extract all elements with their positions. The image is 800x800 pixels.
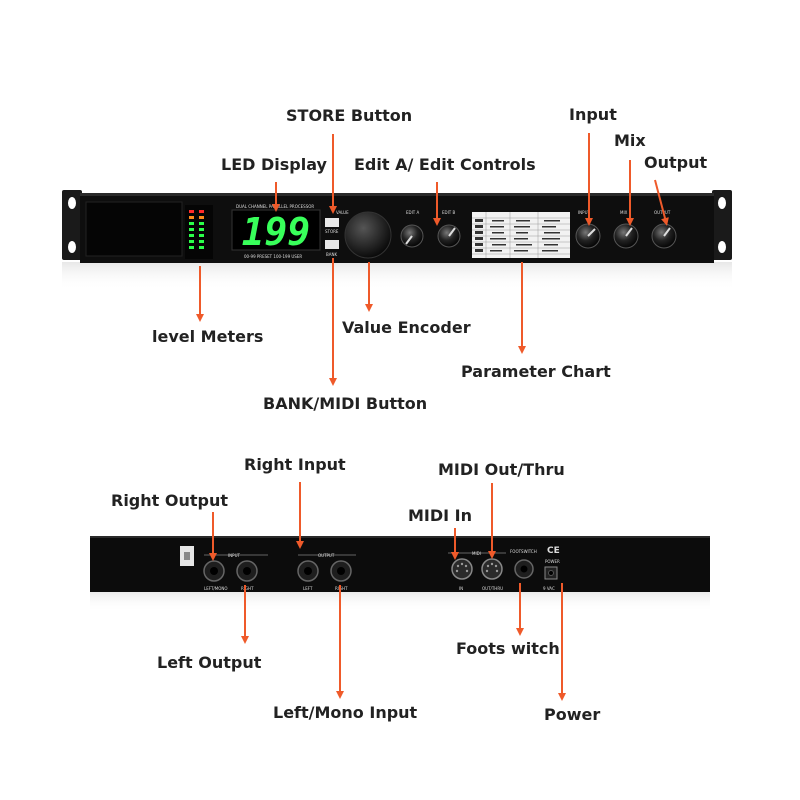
- rear-input-group-text: INPUT: [228, 553, 241, 558]
- rear-footswitch-text: FOOTSWITCH: [510, 549, 537, 554]
- parameter-chart: [472, 212, 570, 258]
- midi-out-thru-text: OUT/THRU: [482, 586, 503, 591]
- mix-knob[interactable]: [613, 223, 639, 249]
- rear-midi-group-text: MIDI: [472, 551, 481, 556]
- store-text: STORE: [325, 229, 339, 234]
- left-mono-input-jack[interactable]: [203, 560, 225, 582]
- label-left-output: Left Output: [157, 653, 262, 672]
- label-led-display: LED Display: [221, 155, 327, 174]
- edit-b-text: EDIT B: [442, 210, 456, 215]
- preset-text: 00-99 PRESET 100-199 USER: [244, 254, 302, 259]
- power-jack[interactable]: [544, 566, 558, 580]
- left-mono-text: LEFT/MONO: [204, 586, 228, 591]
- edit-a-knob[interactable]: [400, 224, 424, 248]
- label-right-input: Right Input: [244, 455, 346, 474]
- label-footswitch: Foots witch: [456, 639, 560, 658]
- input-knob[interactable]: [575, 223, 601, 249]
- label-value-encoder: Value Encoder: [342, 318, 471, 337]
- led-display: 199: [231, 209, 321, 254]
- label-mix: Mix: [614, 131, 646, 150]
- value-text: VALUE: [336, 210, 349, 215]
- rear-power-text: POWER: [545, 559, 560, 564]
- level-meter: [185, 205, 213, 259]
- right-input-jack[interactable]: [236, 560, 258, 582]
- bank-midi-button[interactable]: [325, 240, 339, 249]
- label-left-mono-input: Left/Mono Input: [273, 703, 418, 722]
- label-parameter-chart: Parameter Chart: [461, 362, 611, 381]
- label-right-output: Right Output: [111, 491, 228, 510]
- label-level-meters: level Meters: [152, 327, 264, 346]
- footswitch-jack[interactable]: [514, 559, 534, 579]
- bank-text: BANK: [326, 252, 337, 257]
- output-knob-text: OUTPUT: [654, 210, 671, 215]
- output-knob[interactable]: [651, 223, 677, 249]
- led-display-value: 199: [242, 210, 311, 254]
- left-output-jack[interactable]: [297, 560, 319, 582]
- label-store-button: STORE Button: [286, 106, 413, 125]
- midi-in-port[interactable]: [451, 558, 473, 580]
- dc-text: 9 VAC: [543, 586, 555, 591]
- input-knob-text: INPUT: [578, 210, 591, 215]
- edit-a-text: EDIT A: [406, 210, 420, 215]
- callout-arrows: [196, 133, 669, 701]
- label-midi-out-thru: MIDI Out/Thru: [438, 460, 565, 479]
- right-output-jack[interactable]: [330, 560, 352, 582]
- label-input: Input: [569, 105, 617, 124]
- label-output: Output: [644, 153, 708, 172]
- midi-in-text: IN: [459, 586, 463, 591]
- value-encoder[interactable]: [344, 211, 392, 259]
- rear-right-in-text: RIGHT: [241, 586, 254, 591]
- label-power: Power: [544, 705, 601, 724]
- midi-out-thru-port[interactable]: [481, 558, 503, 580]
- store-button[interactable]: [325, 218, 339, 227]
- label-bank-midi-button: BANK/MIDI Button: [263, 394, 428, 413]
- ce-mark: CE: [547, 546, 560, 556]
- edit-b-knob[interactable]: [437, 224, 461, 248]
- label-edit-controls: Edit A/ Edit Controls: [354, 155, 536, 174]
- front-panel: 199 DUAL CHANNEL PARALLEL PROCESSOR 00-9…: [62, 190, 732, 290]
- label-midi-in: MIDI In: [408, 506, 473, 525]
- rear-output-group-text: OUTPUT: [318, 553, 335, 558]
- rear-right-out-text: RIGHT: [335, 586, 348, 591]
- rear-panel: INPUT OUTPUT MIDI FOOTSWITCH POWER CE: [90, 536, 710, 612]
- mix-knob-text: MIX: [620, 210, 628, 215]
- rear-left-out-text: LEFT: [303, 586, 313, 591]
